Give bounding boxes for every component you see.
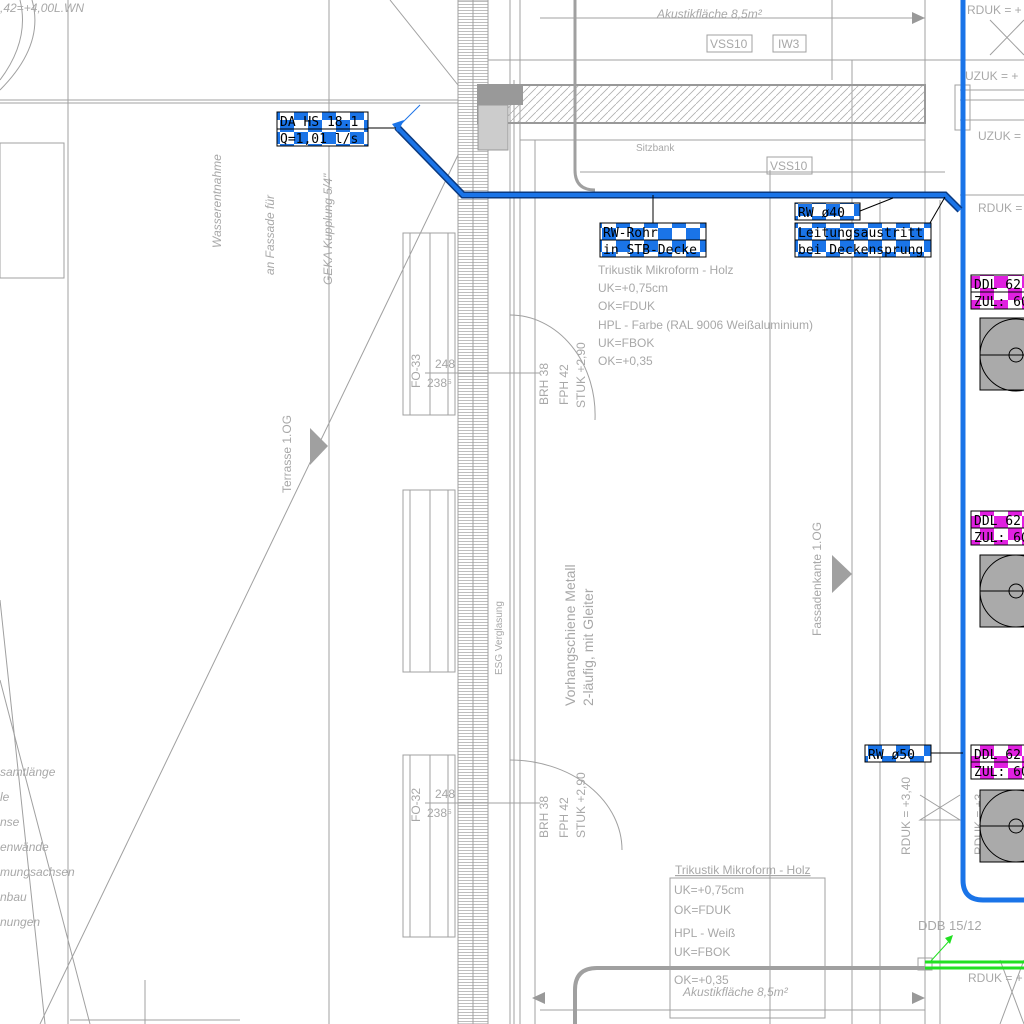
section-marker-icon [832,555,852,593]
note-wasserentnahme: Wasserentnahme [210,154,224,248]
level-rduk: RDUK = [978,201,1022,215]
terrasse-label: Terrasse 1.OG [280,415,294,493]
svg-text:VSS10: VSS10 [710,37,748,51]
svg-text:HPL - Weiß: HPL - Weiß [674,926,735,940]
svg-text:UK=+0,75cm: UK=+0,75cm [598,281,668,295]
svg-text:DDL 62: DDL 62 [974,748,1021,763]
label-rw40: RW ø40 [794,202,861,221]
svg-text:nse: nse [0,815,20,829]
svg-text:DA HS 18.1: DA HS 18.1 [280,115,358,130]
svg-text:RW ø50: RW ø50 [868,748,915,763]
wall-section [477,84,926,151]
tag-iw3: IW3 [772,34,807,53]
svg-text:Trikustik Mikroform - Holz: Trikustik Mikroform - Holz [675,863,811,877]
dimension-arrow [912,992,925,1004]
opening-stuk: STUK +2,90 [574,342,588,408]
svg-text:Leitungsaustritt: Leitungsaustritt [798,226,923,241]
swing-arc [509,759,623,851]
window-fo33: FO-33 248 238⁵ [402,232,540,416]
dimension-arrow [532,992,545,1004]
note-fassade: an Fassade für [263,194,277,275]
diffuser-2: DDL 62 ZUL: 60 [970,510,1024,628]
label-leitungsaustritt: Leitungsaustritt bei Deckensprung [794,222,932,258]
label-rw50: RW ø50 [864,744,932,763]
level-rduk: RDUK = +3,40 [899,777,913,855]
svg-text:FO-33: FO-33 [409,354,423,388]
legend-fragments: samtlänge le nse enwände mungsachsen nba… [0,765,75,929]
elevation-note: ,42=+4,00L.WN [0,1,84,15]
svg-text:OK=+0,35: OK=+0,35 [598,354,653,368]
svg-text:UK=+0,75cm: UK=+0,75cm [674,883,744,897]
svg-text:238⁵: 238⁵ [427,376,452,390]
svg-text:HPL - Farbe (RAL 9006 Weißalum: HPL - Farbe (RAL 9006 Weißaluminium) [598,318,813,332]
svg-text:DDL 62: DDL 62 [974,278,1021,293]
bench-notes-lower: Trikustik Mikroform - Holz UK=+0,75cm OK… [669,863,826,1019]
svg-text:nungen: nungen [0,915,40,929]
svg-text:RW ø40: RW ø40 [798,206,845,221]
note-geka: GEKA Kupplung 5/4" [321,173,335,285]
fassadenkante-label: Fassadenkante 1.OG [810,522,824,636]
diffuser-3: DDL 62 ZUL: 60 [970,744,1024,863]
svg-text:samtlänge: samtlänge [0,765,56,779]
svg-text:DDL 62: DDL 62 [974,514,1021,529]
opening-stuk: STUK +2,90 [574,772,588,838]
bench-outline-lower [573,966,925,1024]
label-da-hs: DA HS 18.1 Q=1,01 l/s [276,111,369,147]
svg-text:Q=1,01 l/s: Q=1,01 l/s [280,132,358,147]
window-fo32: FO-32 248 238⁵ [402,754,540,938]
level-rduk: RDUK = + [967,3,1022,17]
bench-notes-upper: Trikustik Mikroform - Holz UK=+0,75cm OK… [598,263,813,368]
curtain-rail-line1: Vorhangschiene Metall [562,564,578,706]
esg-label: ESG Verglasung [494,601,505,675]
label-rw-rohr: RW-Rohr in STB-Decke [599,222,707,258]
opening-fph: FPH 42 [557,364,571,405]
level-rduk: RDUK = + [968,971,1023,985]
svg-text:248: 248 [435,787,455,801]
acoustic-area-bottom: Akustikfläche 8,5m² [682,985,789,999]
svg-text:238⁵: 238⁵ [427,806,452,820]
tag-vss10: VSS10 [706,34,753,53]
svg-text:nbau: nbau [0,890,27,904]
supply-line [917,935,1024,971]
opening-brh: BRH 38 [537,796,551,838]
leader-lines [368,127,963,754]
svg-text:ZUL: 60: ZUL: 60 [974,295,1024,310]
svg-text:IW3: IW3 [778,37,800,51]
svg-text:FO-32: FO-32 [409,788,423,822]
dimension-arrow [912,12,925,24]
svg-text:le: le [0,790,10,804]
level-uzuk: UZUK = [978,129,1021,143]
svg-text:ZUL: 60: ZUL: 60 [974,531,1024,546]
svg-text:UK=FBOK: UK=FBOK [598,336,654,350]
diffuser-1: DDL 62 ZUL: 60 [970,274,1024,392]
section-marker-icon [310,428,328,465]
svg-text:Trikustik Mikroform - Holz: Trikustik Mikroform - Holz [598,263,734,277]
rainwater-pipe [392,0,1024,903]
svg-text:mungsachsen: mungsachsen [0,865,75,879]
window-middle [402,489,456,673]
ddb-label: DDB 15/12 [918,918,982,933]
opening-brh: BRH 38 [537,363,551,405]
svg-text:ZUL: 60: ZUL: 60 [974,765,1024,780]
tag-vss10-lower: VSS10 [766,156,813,175]
opening-fph: FPH 42 [557,797,571,838]
curtain-rail-line2: 2-läufig, mit Gleiter [580,588,596,706]
bench-outline [573,0,596,192]
svg-text:VSS10: VSS10 [770,159,808,173]
svg-text:OK=FDUK: OK=FDUK [674,903,731,917]
acoustic-area-top: Akustikfläche 8,5m² [656,7,763,21]
sitzbank-label: Sitzbank [636,143,675,154]
level-uzuk: UZUK = + [965,69,1018,83]
svg-text:248: 248 [435,357,455,371]
svg-text:in STB-Decke: in STB-Decke [603,243,697,258]
svg-text:UK=FBOK: UK=FBOK [674,945,730,959]
svg-text:OK=+0,35: OK=+0,35 [674,973,729,987]
svg-text:OK=FDUK: OK=FDUK [598,299,655,313]
svg-text:RW-Rohr: RW-Rohr [603,226,658,241]
svg-text:enwände: enwände [0,840,49,854]
swing-arc [509,314,596,421]
svg-text:bei Deckensprung: bei Deckensprung [798,243,923,258]
